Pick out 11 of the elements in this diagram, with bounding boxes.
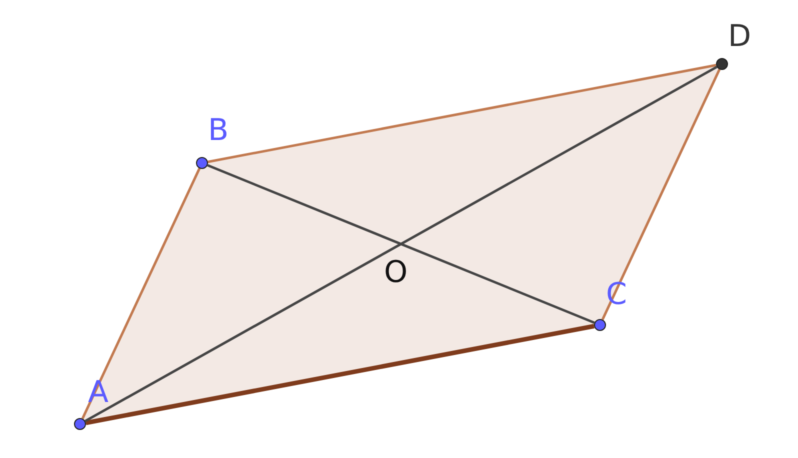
- point-label: O: [384, 258, 408, 288]
- line-segment: [81, 168, 201, 420]
- point-dot: [594, 319, 606, 331]
- line-segment: [208, 64, 716, 164]
- point-label: B: [208, 116, 229, 146]
- line-segment: [601, 68, 721, 320]
- point-dot: [716, 58, 728, 70]
- line-segment: [207, 164, 595, 324]
- point-dot: [74, 418, 86, 430]
- point-dot: [196, 157, 208, 169]
- point-label: D: [728, 22, 752, 52]
